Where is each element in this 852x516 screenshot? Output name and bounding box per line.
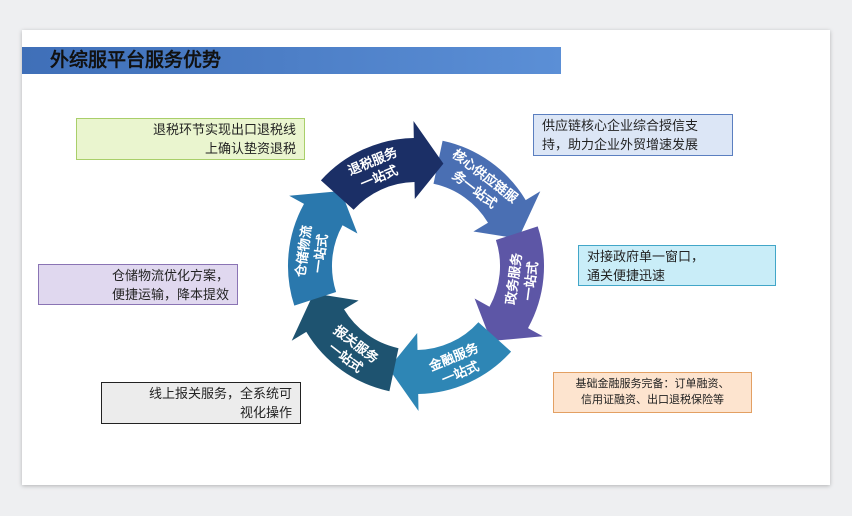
note-finance-line-1: 基础金融服务完备：订单融资、 <box>575 377 730 390</box>
note-finance: 基础金融服务完备：订单融资、 信用证融资、出口退税保险等 <box>553 372 752 413</box>
note-customs-line-2: 视化操作 <box>239 406 292 421</box>
arrow-segment-government <box>474 226 545 341</box>
note-supply-chain-line-2: 持，助力企业外贸增速发展 <box>542 138 699 153</box>
note-government-line-1: 对接政府单一窗口， <box>587 250 705 265</box>
arrow-segment-customs <box>291 293 399 392</box>
arrow-segment-warehouse <box>287 191 358 306</box>
segment-label-warehouse: 仓储物流一站式 <box>293 224 333 281</box>
segment-label-government: 政务服务一站式 <box>503 251 543 308</box>
note-government-line-2: 通关便捷迅速 <box>587 269 666 284</box>
slide: 外综服平台服务优势 核心供应链服务一站式政务服务一站式金融服务一站式报关服务一站… <box>22 30 830 485</box>
note-warehouse-line-1: 仓储物流优化方案， <box>111 269 229 284</box>
service-cycle-diagram: 核心供应链服务一站式政务服务一站式金融服务一站式报关服务一站式仓储物流一站式退税… <box>287 121 545 411</box>
note-government: 对接政府单一窗口， 通关便捷迅速 <box>578 245 776 286</box>
page-title: 外综服平台服务优势 <box>50 49 222 71</box>
note-warehouse: 仓储物流优化方案， 便捷运输，降本提效 <box>38 264 238 305</box>
arrow-segment-tax-refund <box>320 121 444 210</box>
note-customs-line-1: 线上报关服务，全系统可 <box>148 387 292 402</box>
title-bar <box>22 47 561 74</box>
note-tax-refund-line-1: 退税环节实现出口退税线 <box>152 123 296 138</box>
note-supply-chain: 供应链核心企业综合授信支 持，助力企业外贸增速发展 <box>533 114 733 156</box>
arrow-segment-supply-chain <box>433 140 541 239</box>
note-supply-chain-line-1: 供应链核心企业综合授信支 <box>542 119 699 134</box>
note-tax-refund-line-2: 上确认垫资退税 <box>204 142 296 157</box>
note-finance-line-2: 信用证融资、出口退税保险等 <box>581 393 724 406</box>
note-customs: 线上报关服务，全系统可 视化操作 <box>101 382 301 424</box>
note-tax-refund: 退税环节实现出口退税线 上确认垫资退税 <box>76 118 305 160</box>
note-warehouse-line-2: 便捷运输，降本提效 <box>111 288 229 303</box>
arrow-segment-finance <box>388 322 512 411</box>
